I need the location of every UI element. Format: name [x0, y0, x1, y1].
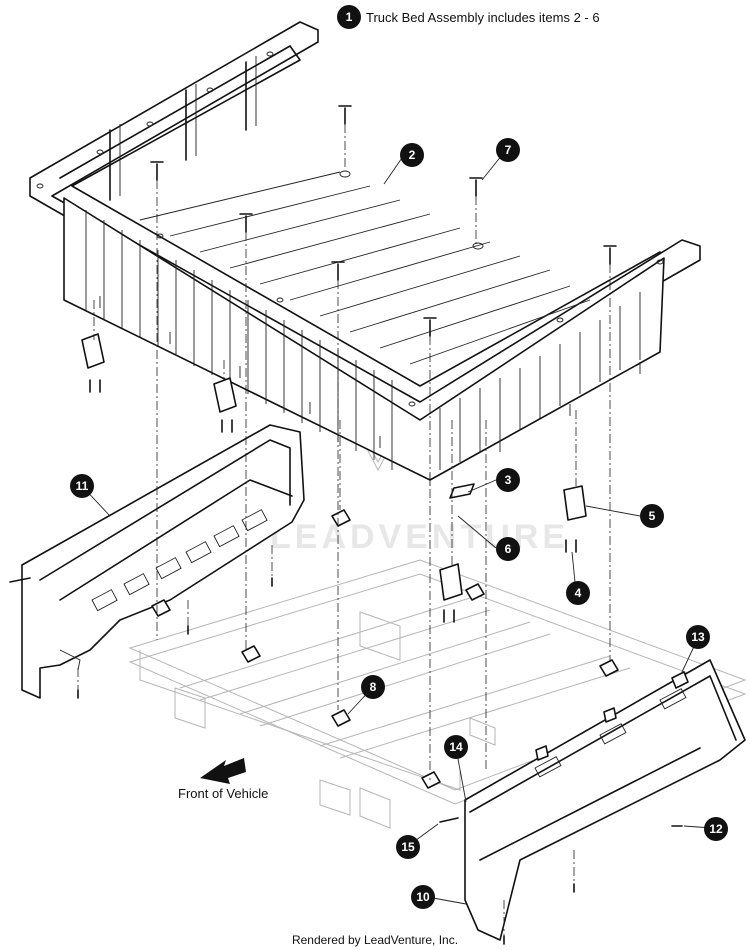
svg-text:13: 13	[691, 630, 705, 644]
alignment-lines	[77, 124, 611, 936]
mounting-brackets	[81, 333, 587, 601]
svg-text:15: 15	[401, 840, 415, 854]
svg-text:4: 4	[575, 586, 582, 600]
callout-14[interactable]: 14	[444, 735, 468, 759]
svg-text:6: 6	[505, 542, 512, 556]
svg-text:14: 14	[449, 740, 463, 754]
callout-11[interactable]: 11	[70, 474, 94, 498]
truck-bed-tub	[29, 21, 701, 486]
svg-text:11: 11	[76, 479, 89, 493]
front-direction-arrow-icon	[200, 758, 246, 784]
svg-text:5: 5	[649, 509, 656, 523]
callout-1-number: 1	[346, 10, 353, 24]
header-note: 1 Truck Bed Assembly includes items 2 - …	[337, 5, 600, 29]
clip-nuts	[151, 509, 689, 789]
callout-8[interactable]: 8	[361, 675, 385, 699]
svg-text:10: 10	[416, 890, 430, 904]
right-side-panel	[464, 659, 746, 941]
callout-2[interactable]: 2	[400, 143, 424, 167]
callout-10[interactable]: 10	[411, 885, 435, 909]
left-side-panel	[21, 424, 305, 699]
callout-13[interactable]: 13	[686, 625, 710, 649]
callout-1-badge	[337, 5, 361, 29]
svg-text:8: 8	[370, 680, 377, 694]
front-of-vehicle-indicator: Front of Vehicle	[178, 758, 268, 801]
svg-text:2: 2	[409, 148, 416, 162]
callout-6[interactable]: 6	[496, 537, 520, 561]
footer-credit: Rendered by LeadVenture, Inc.	[292, 933, 458, 947]
front-of-vehicle-label: Front of Vehicle	[178, 786, 268, 801]
svg-text:12: 12	[709, 822, 723, 836]
header-note-text: Truck Bed Assembly includes items 2 - 6	[366, 10, 600, 25]
callout-5[interactable]: 5	[640, 504, 664, 528]
svg-text:7: 7	[505, 143, 512, 157]
callout-3[interactable]: 3	[496, 468, 520, 492]
callout-4[interactable]: 4	[566, 581, 590, 605]
callout-12[interactable]: 12	[704, 817, 728, 841]
bolts	[9, 105, 683, 945]
callout-7[interactable]: 7	[496, 138, 520, 162]
callout-15[interactable]: 15	[396, 835, 420, 859]
chassis-frame	[128, 559, 747, 829]
svg-text:3: 3	[505, 473, 512, 487]
watermark-text: LEADVENTURE	[270, 518, 569, 556]
